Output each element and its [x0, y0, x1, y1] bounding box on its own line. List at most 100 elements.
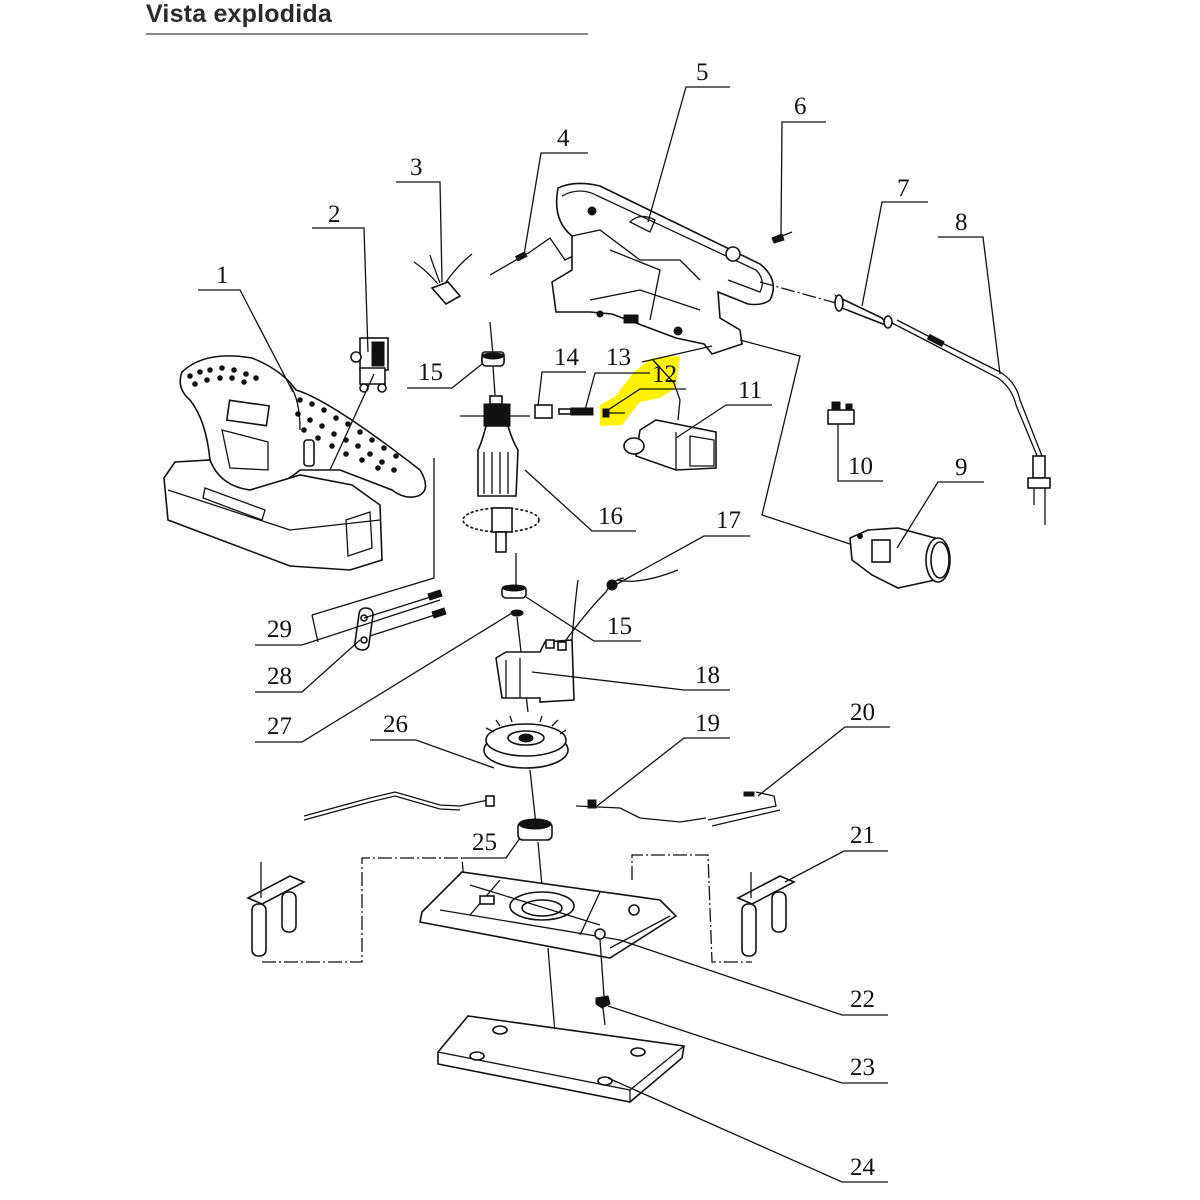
callout-12: 12: [604, 361, 686, 413]
label-14: 14: [554, 344, 580, 371]
label-26: 26: [383, 711, 408, 738]
title-underline: [146, 33, 588, 35]
part-20-terminal[interactable]: [707, 791, 781, 827]
callout-21: 21: [784, 822, 888, 883]
part-3-carbon-brush[interactable]: [413, 253, 473, 306]
part-21-foot-left[interactable]: [246, 862, 306, 957]
callout-9: 9: [896, 454, 984, 549]
part-11-capacitor[interactable]: [623, 419, 717, 471]
label-8: 8: [955, 209, 968, 236]
callout-16: 16: [524, 469, 636, 532]
label-28: 28: [267, 663, 292, 690]
callout-18: 18: [531, 662, 730, 691]
label-18: 18: [695, 662, 720, 689]
label-9: 9: [955, 454, 968, 481]
part-28-cord-clamp[interactable]: [354, 607, 374, 651]
label-23: 23: [850, 1054, 875, 1081]
label-25: 25: [472, 829, 497, 856]
part-14-brush-holder[interactable]: [534, 404, 553, 419]
part-12-brush[interactable]: [602, 408, 625, 418]
callout-8: 8: [938, 209, 1001, 375]
callout-2: 2: [312, 201, 375, 471]
callout-6: 6: [780, 93, 826, 235]
callout-14: 14: [537, 344, 586, 407]
label-27: 27: [267, 713, 292, 740]
part-17-wire-clamp[interactable]: [565, 569, 679, 641]
callout-13: 13: [584, 344, 650, 411]
page-title: Vista explodida: [146, 0, 332, 28]
callout-20: 20: [757, 699, 890, 797]
label-4: 4: [557, 125, 570, 152]
label-10: 10: [848, 453, 873, 480]
label-20: 20: [850, 699, 875, 726]
part-16-armature[interactable]: [460, 321, 540, 553]
callout-27: 27: [255, 612, 513, 743]
label-15-top: 15: [418, 359, 443, 386]
callout-5: 5: [647, 59, 730, 223]
callout-1: 1: [198, 262, 294, 393]
part-15-bearing-bottom[interactable]: [501, 584, 527, 599]
part-7-cable-sleeve[interactable]: [759, 281, 893, 329]
label-2: 2: [328, 201, 341, 228]
part-21-foot-right[interactable]: [736, 872, 796, 957]
label-22: 22: [850, 986, 875, 1013]
leader-housing-11: [652, 359, 681, 421]
callout-28: 28: [255, 639, 361, 693]
part-10-cable-clip[interactable]: [827, 401, 855, 425]
callout-7: 7: [861, 175, 928, 307]
label-13: 13: [606, 344, 631, 371]
callout-10: 10: [837, 424, 883, 482]
label-1: 1: [216, 262, 229, 289]
callout-15-bottom: 15: [525, 596, 641, 642]
callout-3: 3: [396, 154, 443, 283]
part-26-fan[interactable]: [483, 715, 569, 769]
part-4-screw[interactable]: [489, 237, 586, 276]
label-6: 6: [794, 93, 807, 120]
label-15-bottom: 15: [607, 613, 632, 640]
label-12: 12: [652, 361, 677, 388]
callout-26: 26: [370, 711, 495, 769]
label-17: 17: [716, 507, 741, 534]
label-16: 16: [598, 503, 623, 530]
label-7: 7: [897, 175, 910, 202]
label-21: 21: [850, 822, 875, 849]
label-19: 19: [695, 710, 720, 737]
callout-15-top: 15: [407, 359, 483, 389]
part-13-spring[interactable]: [558, 407, 594, 416]
leader-foot-left: [262, 857, 465, 963]
callout-17: 17: [616, 507, 750, 585]
part-5-housing[interactable]: [551, 182, 775, 355]
part-25-bearing[interactable]: [517, 818, 553, 841]
part-19-wire-left[interactable]: [303, 791, 495, 821]
part-29-screws[interactable]: [363, 589, 447, 637]
part-27-washer[interactable]: [510, 609, 524, 617]
label-29: 29: [267, 616, 292, 643]
leader-foot-right: [631, 854, 752, 963]
leader-housing-12: [641, 345, 713, 363]
callout-29: 29: [255, 458, 441, 646]
part-23-screw[interactable]: [595, 939, 611, 1026]
part-22-base-plate[interactable]: [419, 871, 678, 959]
callout-19: 19: [596, 710, 730, 807]
part-9-cable-protector[interactable]: [849, 527, 951, 589]
label-11: 11: [738, 377, 762, 404]
part-12-highlight: [600, 356, 680, 426]
callout-22: 22: [619, 939, 888, 1016]
part-24-sanding-pad[interactable]: [437, 1015, 685, 1103]
label-24: 24: [850, 1154, 876, 1181]
label-3: 3: [410, 154, 423, 181]
part-19-wire-right[interactable]: [575, 799, 707, 823]
callout-11: 11: [675, 377, 772, 439]
part-8-power-cable[interactable]: [891, 319, 1051, 525]
label-5: 5: [696, 59, 709, 86]
part-6-screw[interactable]: [771, 231, 793, 244]
callout-4: 4: [523, 125, 588, 256]
part-1-sander-body[interactable]: [163, 355, 427, 571]
part-15-bearing-top[interactable]: [481, 352, 505, 367]
leader-housing-9: [739, 339, 851, 545]
callout-23: 23: [607, 1005, 888, 1084]
part-18-stator[interactable]: [495, 639, 575, 703]
callout-24: 24: [607, 1077, 888, 1183]
axis-line: [529, 769, 537, 826]
